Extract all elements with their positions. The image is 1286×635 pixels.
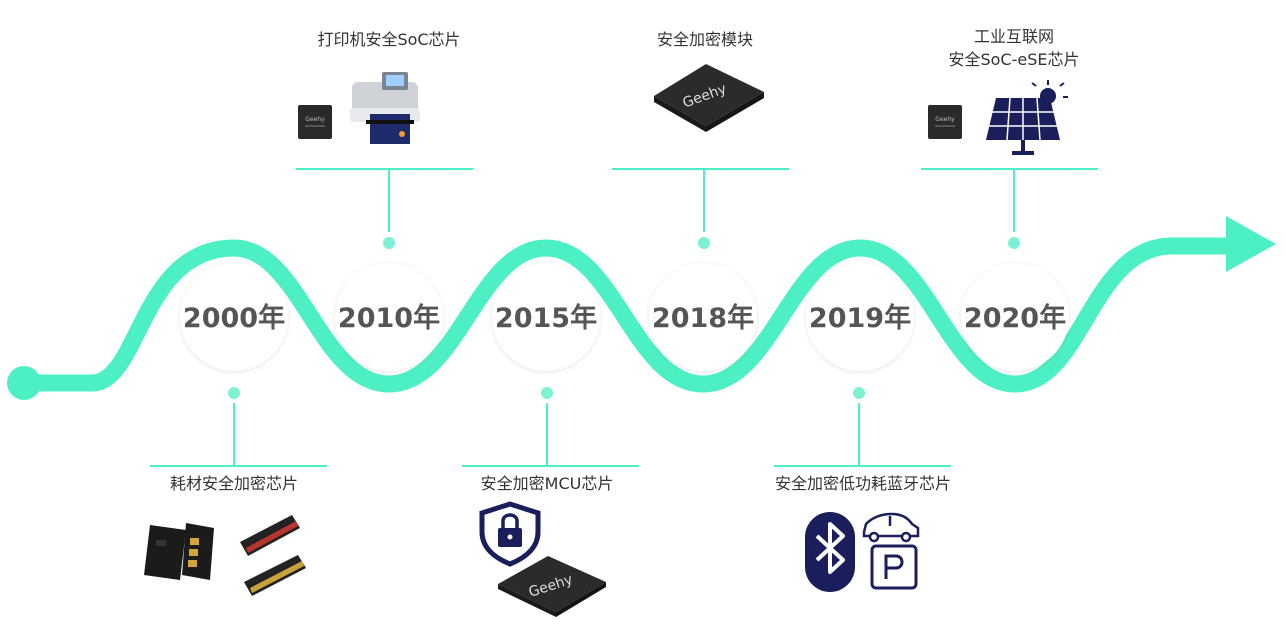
chip-icon: Geehy [928, 105, 962, 139]
printer-icon [350, 72, 420, 144]
connector-2000 [150, 403, 327, 467]
parking-icon [870, 544, 918, 590]
connector-dot [853, 387, 865, 399]
chip-icon: Geehy [654, 64, 764, 132]
solar-panel-icon [986, 80, 1068, 155]
year-node-2019: 2019年 [806, 263, 914, 371]
connector-dot [383, 237, 395, 249]
year-label: 2000年 [183, 302, 285, 334]
timeline-arrow-head [1226, 216, 1276, 272]
year-node-2015: 2015年 [492, 263, 600, 371]
svg-text:Geehy: Geehy [935, 116, 955, 123]
connector-2019 [774, 403, 951, 467]
connector-2015 [462, 403, 639, 467]
connector-dot [228, 387, 240, 399]
timeline-wave [13, 237, 1241, 393]
toner-cartridge-icon [240, 515, 306, 596]
chip-icon: Geehy [298, 105, 332, 139]
year-label: 2019年 [809, 302, 911, 334]
year-label: 2015年 [495, 302, 597, 334]
year-label: 2010年 [338, 302, 440, 334]
year-node-2018: 2018年 [649, 263, 757, 371]
connector-dot [1008, 237, 1020, 249]
timeline-start-dot [7, 366, 41, 400]
connector-dot [698, 237, 710, 249]
toner-chip-icon [144, 523, 214, 580]
svg-text:Geehy: Geehy [305, 116, 325, 123]
connector-2018 [612, 168, 789, 232]
milestone-caption-2020-line2: 安全SoC-eSE芯片 [948, 50, 1079, 69]
year-node-2000: 2000年 [180, 263, 288, 371]
connector-2020 [921, 168, 1098, 232]
car-icon [862, 512, 920, 543]
milestone-caption-2000: 耗材安全加密芯片 [170, 474, 298, 493]
connector-2010 [296, 168, 473, 232]
year-node-2010: 2010年 [335, 263, 443, 371]
year-node-2020: 2020年 [961, 263, 1069, 371]
milestone-caption-2015: 安全加密MCU芯片 [481, 474, 614, 493]
connector-dot [541, 387, 553, 399]
chip-icon: Geehy [498, 556, 606, 617]
year-label: 2020年 [964, 302, 1066, 334]
year-label: 2018年 [652, 302, 754, 334]
bluetooth-icon [805, 512, 855, 592]
milestone-caption-2010: 打印机安全SoC芯片 [317, 30, 460, 49]
shield-lock-icon [479, 501, 541, 567]
milestone-caption-2018: 安全加密模块 [657, 30, 753, 49]
milestone-caption-2019: 安全加密低功耗蓝牙芯片 [775, 474, 951, 493]
milestone-caption-2020-line1: 工业互联网 [974, 27, 1054, 46]
